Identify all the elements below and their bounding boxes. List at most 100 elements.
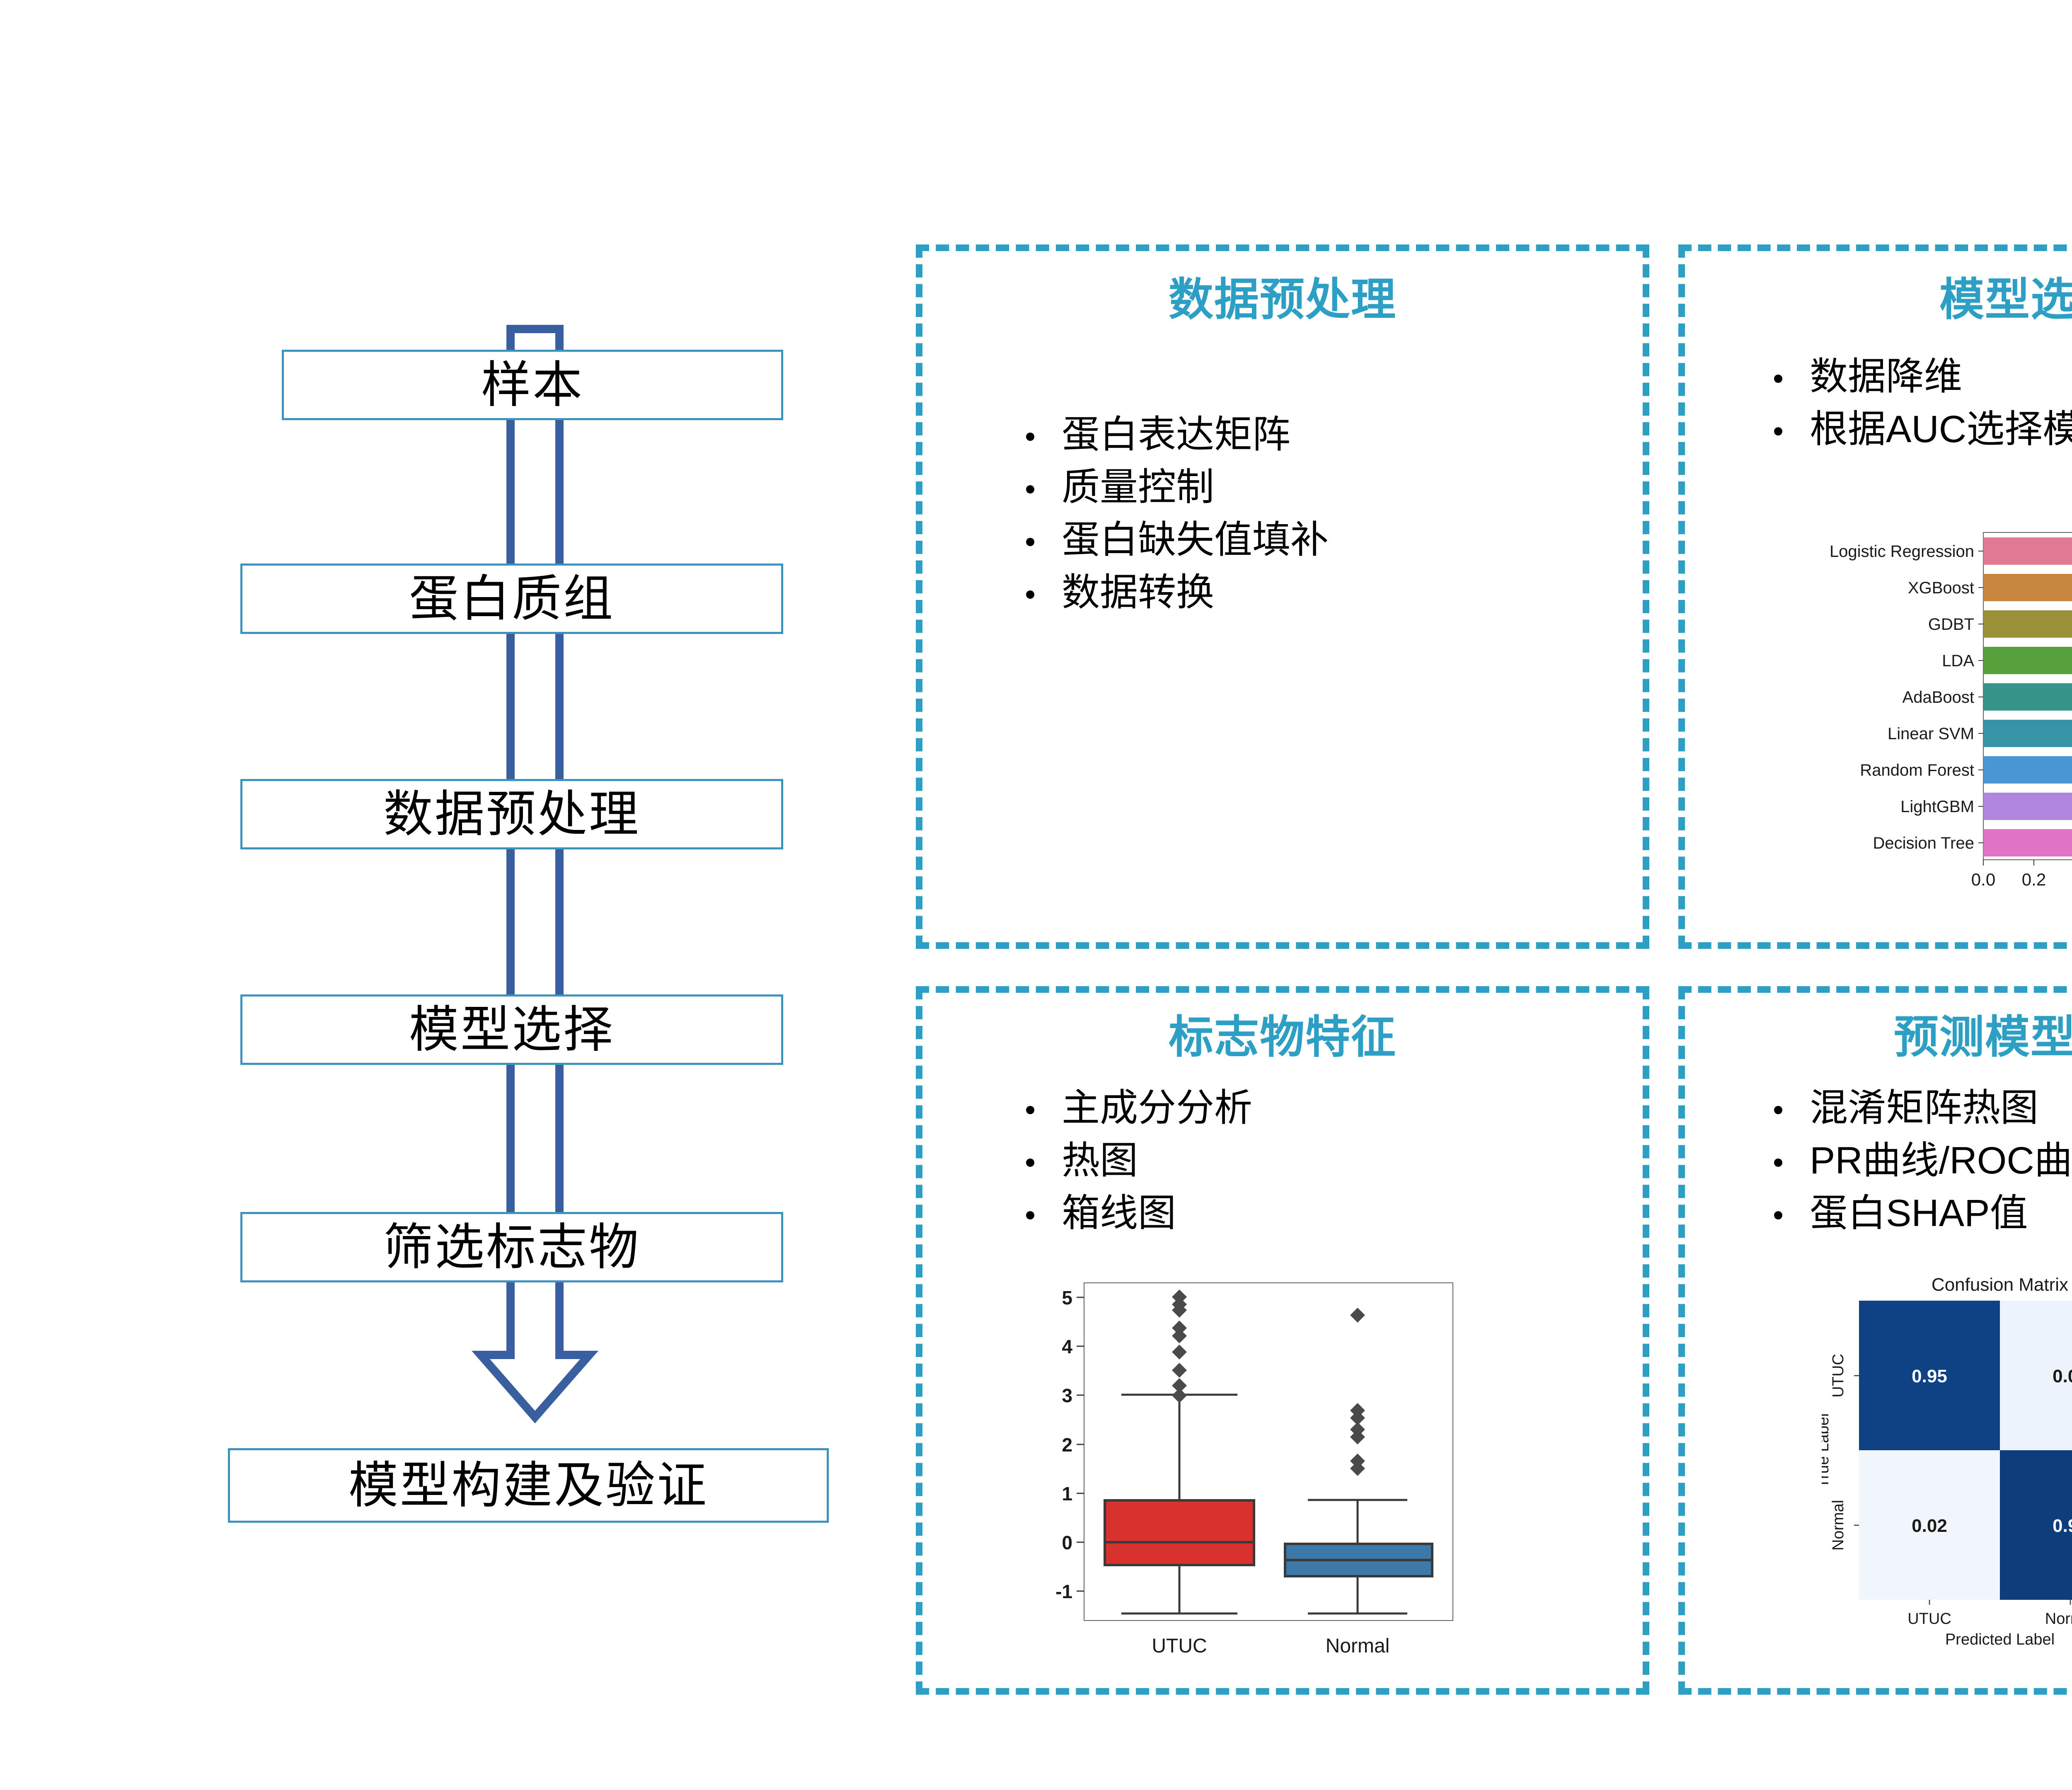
- flow-step-preprocessing: 数据预处理: [240, 779, 783, 849]
- bullet-label: 质量控制: [1062, 466, 1215, 508]
- y-tick-label: -1: [1055, 1581, 1072, 1602]
- panel-data-preprocessing: 数据预处理 蛋白表达矩阵 质量控制 蛋白缺失值填补 数据转换: [916, 244, 1649, 949]
- bullet-label: 蛋白缺失值填补: [1062, 518, 1329, 561]
- y-tick-label: GDBT: [1928, 615, 1974, 634]
- bullet-dot: [1026, 1158, 1034, 1167]
- bullet-label: 根据AUC选择模型: [1810, 408, 2072, 450]
- list-item: 根据AUC选择模型: [1774, 403, 2072, 456]
- list-item: 质量控制: [1026, 461, 1329, 514]
- bullet-dot: [1026, 433, 1034, 441]
- list-item: 数据降维: [1774, 351, 2072, 403]
- bullet-dot: [1026, 590, 1034, 599]
- x-tick-label: Normal: [1326, 1635, 1390, 1657]
- y-tick-label: Decision Tree: [1873, 834, 1974, 852]
- y-tick-label: UTUC: [1830, 1354, 1847, 1398]
- heatmap-cell: [1859, 1450, 2000, 1600]
- outlier-markers: [1350, 1308, 1365, 1476]
- bullet-dot: [1774, 1158, 1782, 1167]
- y-tick-label: 2: [1062, 1434, 1072, 1456]
- bullet-dot: [1026, 485, 1034, 493]
- y-tick-label: Logistic Regression: [1830, 542, 1974, 561]
- figure-confusion-matrix: Confusion Matrix 0.95 0.05 0.02 0.98: [1822, 1268, 2072, 1679]
- figure-marker-boxplot: 5 4 3 2 1 0 -1: [1043, 1266, 1498, 1676]
- panel-model-selection: 模型选择 数据降维 根据AUC选择模型: [1678, 244, 2072, 949]
- y-tick-labels: 5 4 3 2 1 0 -1: [1055, 1287, 1072, 1602]
- cell-value: 0.98: [2053, 1516, 2072, 1536]
- bullet-dot: [1026, 1106, 1034, 1114]
- box-utuc: [1104, 1289, 1255, 1615]
- bullet-dot: [1774, 1106, 1782, 1114]
- bullet-label: 数据转换: [1062, 571, 1215, 614]
- confusion-matrix-chart: Confusion Matrix 0.95 0.05 0.02 0.98: [1822, 1275, 2072, 1648]
- figure-model-auc-bar: Logistic Regression XGBoost GDBT LDA Ada…: [1760, 527, 2072, 912]
- bar: [1983, 647, 2072, 674]
- list-item: PR曲线/ROC曲线: [1774, 1134, 2072, 1187]
- x-tick-labels: 0.0 0.2 0.4 0.6 0.8 1.0: [1971, 870, 2046, 889]
- panel-marker-features: 标志物特征 主成分分析 热图 箱线图: [916, 986, 1649, 1695]
- y-tick-label: Linear SVM: [1888, 725, 1974, 743]
- flow-step-label: 数据预处理: [383, 786, 640, 842]
- y-tick-label: 0: [1062, 1532, 1072, 1553]
- y-tick-marks: [1854, 1375, 1859, 1526]
- x-tick-label: UTUC: [1152, 1635, 1207, 1657]
- heatmap-cells: [1859, 1301, 2072, 1600]
- bullet-label: 热图: [1062, 1139, 1138, 1182]
- flow-step-label: 模型构建及验证: [349, 1458, 708, 1513]
- y-tick-label: XGBoost: [1908, 579, 1974, 597]
- list-item: 箱线图: [1026, 1187, 1252, 1240]
- x-tick-marks: [1929, 1600, 2071, 1605]
- bar: [1983, 756, 2072, 784]
- flow-step-proteome: 蛋白质组: [240, 564, 783, 634]
- y-axis-label: True Label: [1822, 1413, 1832, 1488]
- bullet-dot: [1774, 427, 1782, 435]
- x-tick-labels: UTUC Normal: [1152, 1635, 1389, 1657]
- panel-title: 标志物特征: [1168, 1012, 1397, 1062]
- flow-step-sample: 样本: [282, 350, 783, 420]
- bullet-label: 蛋白表达矩阵: [1062, 414, 1291, 456]
- list-item: 主成分分析: [1026, 1082, 1252, 1134]
- method-panels-grid: 数据预处理 蛋白表达矩阵 质量控制 蛋白缺失值填补 数据转换 模型选择 数据降维…: [916, 244, 2072, 1695]
- y-tick-label: 5: [1062, 1287, 1072, 1309]
- flow-step-label: 模型选择: [409, 1002, 615, 1057]
- bullet-label: 混淆矩阵热图: [1810, 1087, 2039, 1129]
- bar-series: [1983, 537, 2072, 856]
- x-tick-labels: UTUC Normal: [1907, 1610, 2072, 1628]
- bar: [1983, 537, 2072, 565]
- x-tick-label: Normal: [2045, 1610, 2072, 1628]
- y-tick-label: Random Forest: [1860, 761, 1974, 779]
- panel-bullet-list: 混淆矩阵热图 PR曲线/ROC曲线 蛋白SHAP值: [1774, 1082, 2072, 1240]
- y-tick-marks: [1077, 1297, 1084, 1592]
- heatmap-cell: [2000, 1450, 2072, 1600]
- y-tick-label: 3: [1062, 1385, 1072, 1406]
- bar: [1983, 829, 2072, 856]
- x-axis-label: Predicted Label: [1945, 1631, 2055, 1648]
- arrow-outline: [471, 325, 599, 1424]
- flow-connector-arrow: [471, 325, 599, 1424]
- flow-step-marker-screening: 筛选标志物: [240, 1212, 783, 1282]
- cell-value: 0.02: [1912, 1516, 1947, 1536]
- bar: [1983, 610, 2072, 638]
- bullet-dot: [1774, 1211, 1782, 1219]
- y-tick-label: AdaBoost: [1903, 688, 1974, 706]
- bullet-label: 箱线图: [1062, 1192, 1176, 1234]
- bullet-label: 蛋白SHAP值: [1810, 1192, 2028, 1234]
- bullet-dot: [1774, 375, 1782, 383]
- y-tick-label: Normal: [1830, 1500, 1847, 1551]
- y-tick-label: LDA: [1942, 652, 1974, 670]
- y-tick-marks: [1978, 551, 1983, 843]
- bullet-label: 数据降维: [1810, 356, 1963, 398]
- flow-step-model-selection: 模型选择: [240, 994, 783, 1065]
- panel-bullet-list: 主成分分析 热图 箱线图: [1026, 1082, 1252, 1240]
- list-item: 混淆矩阵热图: [1774, 1082, 2072, 1134]
- list-item: 蛋白表达矩阵: [1026, 409, 1329, 461]
- x-tick-label: 0.2: [2022, 870, 2046, 889]
- bullet-dot: [1026, 1211, 1034, 1219]
- flow-step-label: 筛选标志物: [383, 1219, 640, 1275]
- panel-title: 模型选择: [1939, 274, 2072, 324]
- cell-value: 0.05: [2053, 1366, 2072, 1386]
- bar: [1983, 793, 2072, 820]
- bar: [1983, 720, 2072, 747]
- flow-step-label: 样本: [481, 357, 584, 413]
- x-tick-label: UTUC: [1907, 1610, 1951, 1628]
- cell-value: 0.95: [1912, 1366, 1947, 1386]
